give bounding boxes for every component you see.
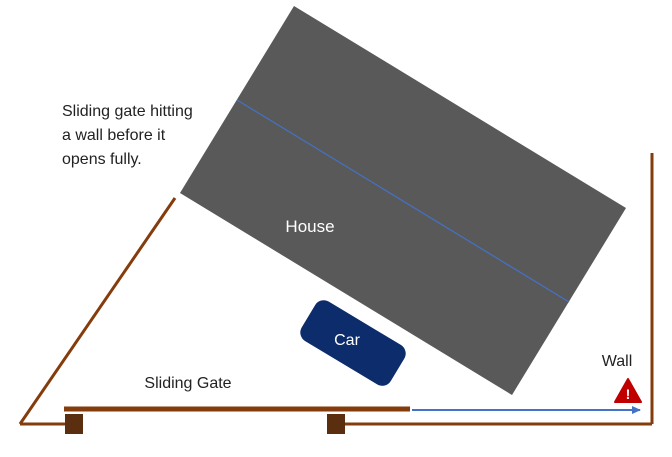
annotation: Sliding gate hitting a wall before it op…: [62, 103, 193, 168]
sliding-gate-label: Sliding Gate: [144, 375, 231, 392]
annotation-line-3: opens fully.: [62, 151, 142, 168]
car: [300, 300, 406, 386]
annotation-line-1: Sliding gate hitting: [62, 103, 193, 120]
house-ridge-line: [236, 99, 570, 303]
sliding-gate: Sliding Gate: [64, 375, 410, 434]
warning-glyph: !: [626, 386, 631, 402]
annotation-line-2: a wall before it: [62, 127, 166, 144]
warning-triangle-icon: !: [614, 378, 642, 403]
fence: [18, 197, 652, 426]
wall-label: Wall: [602, 353, 633, 370]
gate-post-right: [327, 414, 345, 434]
house: House: [180, 6, 626, 395]
wall: Wall: [602, 153, 654, 424]
car-body: [300, 300, 406, 386]
left-fence: [18, 197, 177, 425]
house-label: House: [285, 217, 334, 236]
car-label: Car: [334, 332, 360, 349]
gate-post-left: [65, 414, 83, 434]
